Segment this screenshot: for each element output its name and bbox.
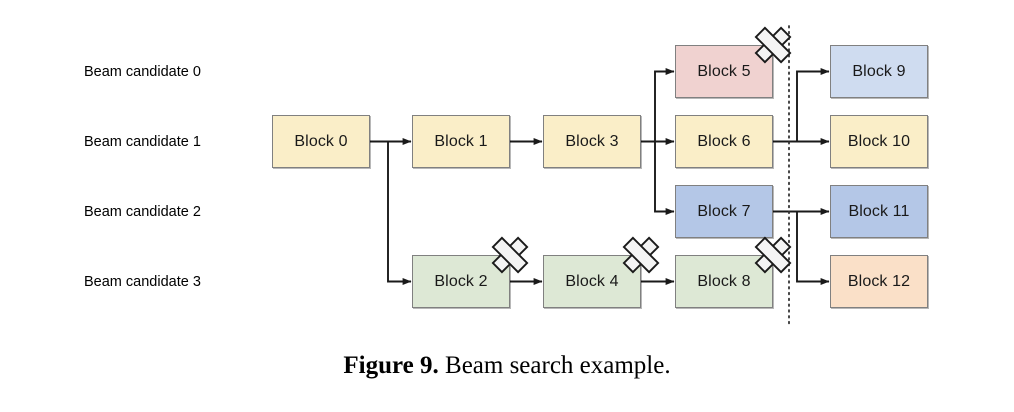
block-node-block-5[interactable]: Block 5 bbox=[675, 45, 773, 98]
block-node-block-8[interactable]: Block 8 bbox=[675, 255, 773, 308]
figure-caption-text: Beam search example. bbox=[438, 352, 671, 379]
block-node-block-2[interactable]: Block 2 bbox=[412, 255, 510, 308]
row-label-beam-candidate-3: Beam candidate 3 bbox=[84, 273, 201, 290]
block-node-block-6[interactable]: Block 6 bbox=[675, 115, 773, 168]
edge-path bbox=[654, 68, 675, 142]
edge-path bbox=[796, 211, 830, 285]
row-label-beam-candidate-1: Beam candidate 1 bbox=[84, 133, 201, 150]
block-node-block-12[interactable]: Block 12 bbox=[830, 255, 928, 308]
block-node-block-7[interactable]: Block 7 bbox=[675, 185, 773, 238]
block-node-block-9[interactable]: Block 9 bbox=[830, 45, 928, 98]
block-node-block-11[interactable]: Block 11 bbox=[830, 185, 928, 238]
block-node-block-1[interactable]: Block 1 bbox=[412, 115, 510, 168]
figure-caption-label: Figure 9. bbox=[343, 352, 439, 379]
edge-path bbox=[387, 141, 412, 285]
row-label-beam-candidate-2: Beam candidate 2 bbox=[84, 203, 201, 220]
block-node-block-3[interactable]: Block 3 bbox=[543, 115, 641, 168]
edge-path bbox=[796, 68, 830, 142]
figure-caption: Figure 9. Beam search example. bbox=[0, 352, 1014, 380]
block-node-block-0[interactable]: Block 0 bbox=[272, 115, 370, 168]
block-node-block-4[interactable]: Block 4 bbox=[543, 255, 641, 308]
edge-path bbox=[654, 141, 675, 215]
row-label-beam-candidate-0: Beam candidate 0 bbox=[84, 63, 201, 80]
block-node-block-10[interactable]: Block 10 bbox=[830, 115, 928, 168]
edge-layer bbox=[370, 68, 830, 285]
